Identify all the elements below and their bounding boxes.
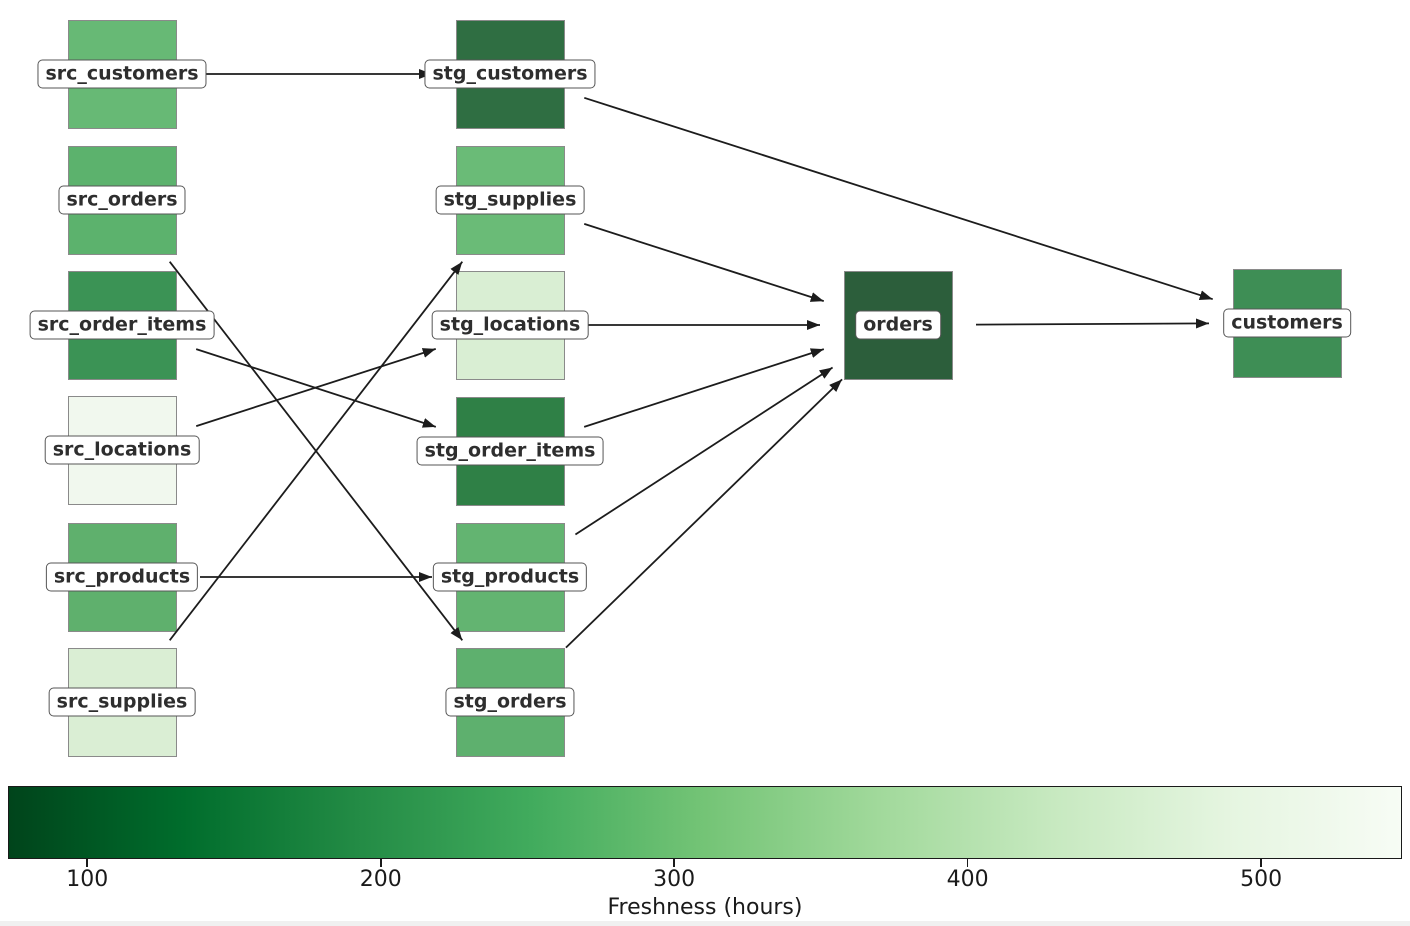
colorbar-tick-100 <box>86 859 89 867</box>
node-label-src_orders: src_orders <box>58 185 186 215</box>
edge-stg_customers-to-customers <box>584 96 1213 301</box>
node-label-stg_locations: stg_locations <box>431 310 589 340</box>
edge-src_locations-to-stg_locations <box>195 348 437 427</box>
colorbar-tick-label-200: 200 <box>359 867 402 892</box>
window-bottom-strip <box>0 921 1410 926</box>
node-label-stg_order_items: stg_order_items <box>416 436 604 466</box>
colorbar-axis-label: Freshness (hours) <box>607 895 803 920</box>
colorbar-tick-label-400: 400 <box>946 867 989 892</box>
edge-stg_orders-to-orders <box>565 378 843 649</box>
node-label-src_locations: src_locations <box>44 435 200 465</box>
node-label-src_order_items: src_order_items <box>29 310 215 340</box>
node-label-stg_customers: stg_customers <box>424 59 596 89</box>
node-label-customers: customers <box>1223 308 1351 338</box>
colorbar-tick-label-100: 100 <box>66 867 109 892</box>
edge-orders-to-customers <box>975 318 1210 329</box>
edge-stg_supplies-to-orders <box>583 223 825 302</box>
colorbar-tick-400 <box>966 859 969 867</box>
node-label-src_products: src_products <box>45 562 199 592</box>
node-label-src_customers: src_customers <box>37 59 207 89</box>
node-label-stg_supplies: stg_supplies <box>435 185 585 215</box>
colorbar-gradient-bar <box>8 786 1402 859</box>
node-label-stg_products: stg_products <box>432 562 588 592</box>
colorbar-tick-200 <box>379 859 382 867</box>
edge-src_supplies-to-stg_supplies <box>168 261 464 641</box>
node-label-src_supplies: src_supplies <box>48 687 196 717</box>
node-label-orders: orders <box>855 310 941 340</box>
colorbar-tick-300 <box>673 859 675 867</box>
colorbar-tick-500 <box>1260 859 1262 867</box>
edge-stg_products-to-orders <box>574 366 834 536</box>
colorbar-tick-label-500: 500 <box>1240 867 1283 892</box>
edge-stg_order_items-to-orders <box>583 348 825 428</box>
colorbar-tick-label-300: 300 <box>653 867 696 892</box>
node-label-stg_orders: stg_orders <box>445 687 575 717</box>
